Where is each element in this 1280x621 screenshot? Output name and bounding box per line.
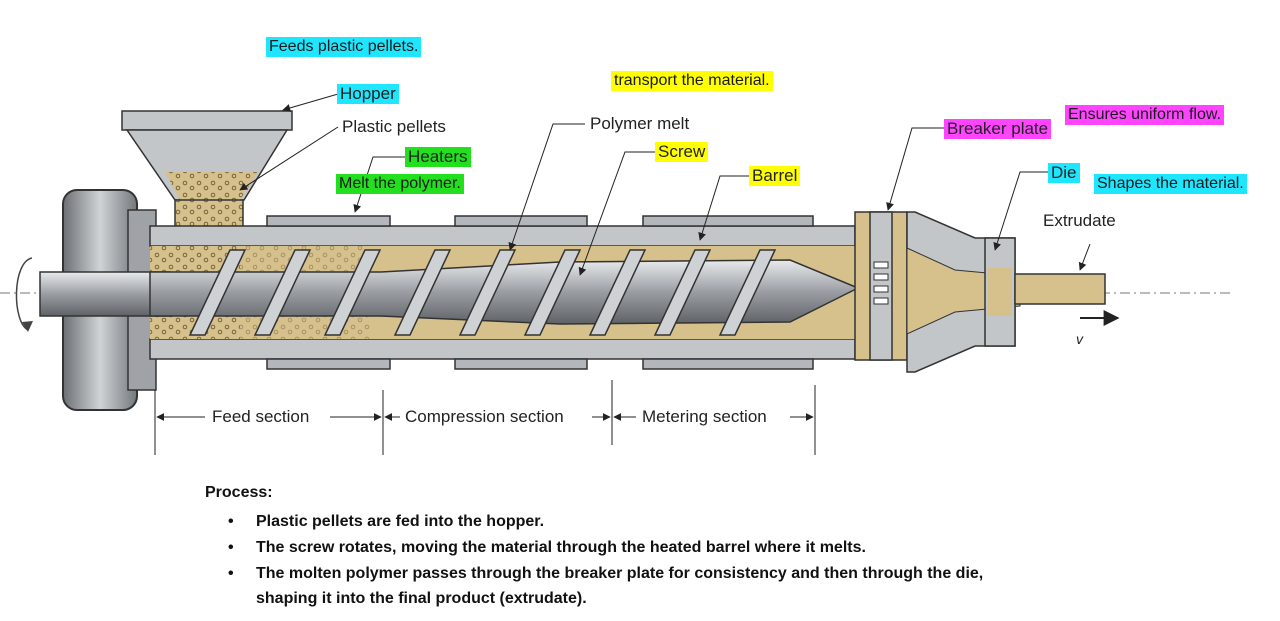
label-die: Die <box>1048 163 1080 183</box>
label-compression-section: Compression section <box>405 407 564 426</box>
label-screw: Screw <box>655 142 709 162</box>
breaker-plate-shape <box>854 211 908 361</box>
process-item-text: The screw rotates, moving the material t… <box>256 539 866 556</box>
label-breaker-plate: Breaker plate <box>944 119 1052 139</box>
die-shape <box>906 211 1106 373</box>
process-notes: Process: • Plastic pellets are fed into … <box>205 483 1205 611</box>
process-item: • The screw rotates, moving the material… <box>228 535 1205 561</box>
bullet: • <box>228 565 234 582</box>
label-heaters: Heaters <box>405 147 471 167</box>
process-item: • The molten polymer passes through the … <box>228 561 1205 611</box>
annotation-transport: transport the material. <box>611 71 773 91</box>
label-barrel: Barrel <box>749 166 801 186</box>
process-item-text: The molten polymer passes through the br… <box>256 565 984 582</box>
process-item: • Plastic pellets are fed into the hoppe… <box>228 509 1205 535</box>
process-title: Process: <box>205 484 273 501</box>
label-velocity: v <box>1076 331 1083 347</box>
process-item-continuation: shaping it into the final product (extru… <box>256 590 587 607</box>
label-hopper: Hopper <box>337 84 399 104</box>
section-dimensions <box>154 380 816 455</box>
screw <box>39 249 860 336</box>
label-plastic-pellets: Plastic pellets <box>342 117 446 136</box>
label-metering-section: Metering section <box>642 407 767 426</box>
label-extrudate: Extrudate <box>1043 211 1116 230</box>
annotation-shapes: Shapes the material. <box>1094 174 1247 194</box>
annotation-feeds: Feeds plastic pellets. <box>266 37 422 57</box>
heater-bands <box>266 215 814 370</box>
hopper-shape <box>121 110 293 231</box>
annotation-melt: Melt the polymer. <box>336 174 464 194</box>
rotation-arrow <box>15 257 33 331</box>
label-polymer-melt: Polymer melt <box>590 114 690 133</box>
bullet: • <box>228 539 234 556</box>
label-feed-section: Feed section <box>212 407 310 426</box>
process-list: • Plastic pellets are fed into the hoppe… <box>205 509 1205 611</box>
process-item-text: Plastic pellets are fed into the hopper. <box>256 513 545 530</box>
bullet: • <box>228 513 234 530</box>
annotation-uniform: Ensures uniform flow. <box>1065 105 1224 125</box>
